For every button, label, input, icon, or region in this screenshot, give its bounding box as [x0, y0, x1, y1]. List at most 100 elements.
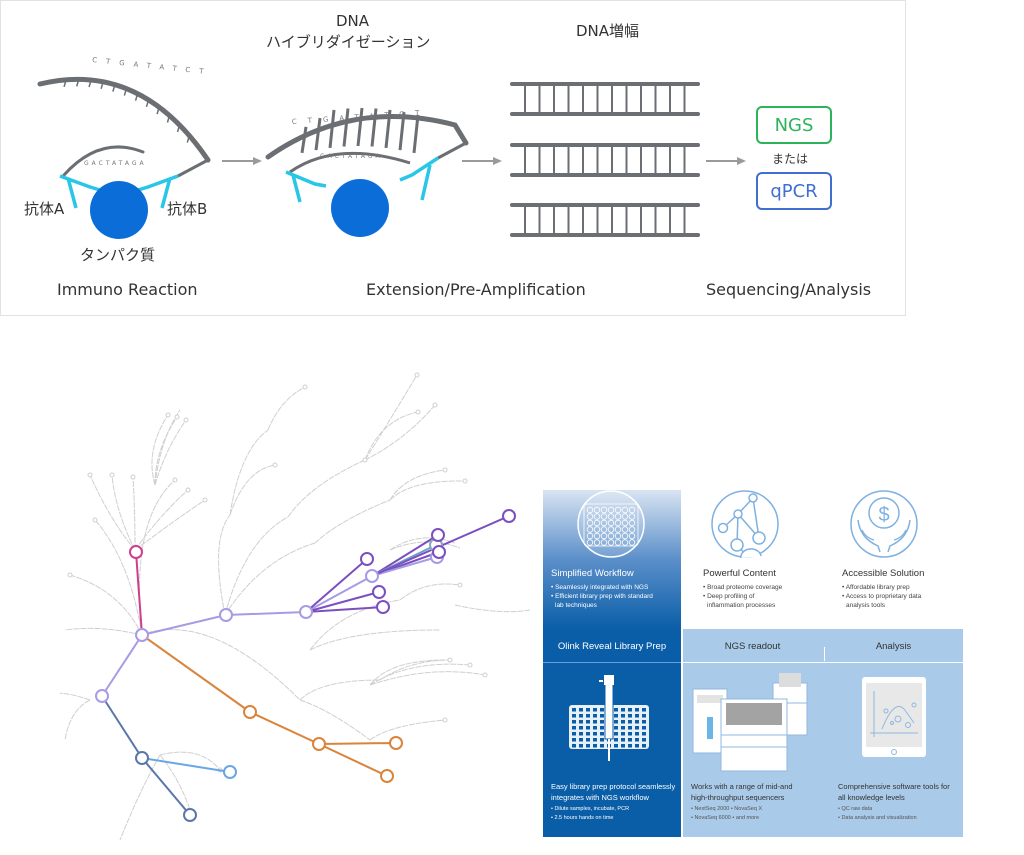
feature-bullet: inflammation processes [707, 602, 776, 609]
plate-well [593, 708, 597, 712]
tree-leaf-node [202, 497, 208, 503]
antibody-b-label: 抗体B [167, 200, 208, 218]
tree-node [129, 545, 143, 559]
plate-well [607, 526, 615, 533]
tree-edge-gray [69, 574, 143, 636]
hybrid-antibody-b-icon [399, 156, 439, 201]
plate-well [621, 526, 629, 533]
strand-tick [75, 79, 80, 87]
plate-well [600, 714, 604, 718]
plate-well [628, 714, 632, 718]
step-bullet: • NextSeq 2000 • NovaSeq X [691, 806, 763, 812]
plate-well [614, 513, 622, 520]
hybrid-rung [342, 108, 350, 147]
plate-well [593, 738, 597, 742]
plate-well [572, 732, 576, 736]
step-bullets: • Dilute samples, incubate, PCR • 2.5 ho… [551, 805, 629, 822]
tree-edge-highlight [101, 634, 143, 697]
tree-edge-highlight [141, 757, 191, 816]
plate-well [586, 519, 594, 527]
plate-icon [577, 490, 645, 558]
tree-edge-gray [229, 429, 269, 516]
strand-ticks [63, 79, 191, 143]
tree-edge-gray [314, 499, 391, 544]
tree-leaf-node [482, 672, 488, 678]
hybrid-strand-top [265, 114, 469, 160]
plate-well [621, 726, 625, 730]
tree-edge-gray [134, 489, 189, 551]
plate-well [593, 744, 597, 748]
tree-edge-gray [229, 464, 276, 516]
olink-reveal-infographic: Simplified Workflow • Seamlessly integra… [543, 490, 963, 837]
step-desc-line: high-throughput sequencers [691, 793, 785, 802]
plate-well [600, 732, 604, 736]
dna-ladder [510, 82, 700, 116]
plate-well [614, 526, 622, 533]
tree-edge-highlight [318, 743, 388, 777]
antibody-a-icon [59, 174, 101, 209]
plate-well [600, 720, 604, 724]
plate-well [614, 714, 618, 718]
tree-leaf-node [130, 474, 136, 480]
plate-well [572, 726, 576, 730]
feature-bullet: analysis tools [846, 602, 886, 609]
tree-leaf-node [457, 582, 463, 588]
tree-edge-highlight [305, 591, 380, 613]
plate-well [614, 519, 622, 527]
plate-well [586, 738, 590, 742]
tree-leaf-node [362, 457, 368, 463]
tree-edge-gray [224, 516, 289, 616]
tree-edge-gray [369, 671, 486, 686]
feature-bullet: • Efficient library prep with standard [551, 593, 653, 600]
plate-well [621, 732, 625, 736]
feature-bullets: • Seamlessly integrated with NGS • Effic… [551, 583, 653, 610]
tree-edge-gray [151, 414, 169, 486]
feature-title: Simplified Workflow [551, 568, 634, 579]
plate-well [579, 720, 583, 724]
feature-title: Powerful Content [703, 568, 776, 579]
step-bullet: • Dilute samples, incubate, PCR [551, 806, 630, 812]
tree-edge-highlight [305, 575, 373, 613]
plate-well [628, 519, 636, 527]
step-description: Easy library prep protocol seamlessly in… [551, 781, 675, 803]
dna-ladder [510, 143, 700, 177]
plate-well [635, 720, 639, 724]
plate-well [628, 708, 632, 712]
step-desc-line: Easy library prep protocol seamlessly [551, 782, 676, 791]
tree-edge-highlight [135, 551, 143, 636]
step-title: Analysis [875, 641, 912, 652]
tree-edge-gray [369, 663, 471, 686]
tree-edge-gray [287, 459, 366, 518]
strand-tick [63, 79, 67, 88]
tree-edge-gray [364, 374, 418, 461]
tree-leaf-node [302, 384, 308, 390]
plate-well [600, 526, 608, 533]
feature-bullets: • Broad proteome coverage • Deep profili… [703, 583, 782, 610]
tree-edge-gray [134, 499, 206, 551]
feature-bullets: • Affordable library prep • Access to pr… [842, 583, 921, 610]
tree-edge-gray [299, 679, 381, 701]
plate-well [635, 714, 639, 718]
ngs-box: NGS [756, 106, 832, 144]
plate-well [628, 532, 636, 540]
antibody-b-icon [137, 174, 179, 209]
step-desc-line: Comprehensive software tools for [838, 782, 950, 791]
step-bullet: • QC raw data [838, 806, 873, 812]
plate-well [621, 539, 629, 546]
plate-well [642, 708, 646, 712]
plate-well [586, 708, 590, 712]
tree-edge-gray [154, 419, 187, 486]
plate-well [586, 714, 590, 718]
step-bullets: • NextSeq 2000 • NovaSeq X • NovaSeq 600… [691, 805, 762, 822]
tree-leaf-node [414, 372, 420, 378]
plate-well [607, 513, 615, 520]
strand-tick [176, 124, 181, 133]
plate-well [621, 738, 625, 742]
arrow-3-head [737, 157, 746, 165]
strand-tick [166, 115, 171, 123]
lineage-tree-graph [60, 372, 530, 840]
plate-well [621, 519, 629, 527]
tree-edge-gray [267, 386, 306, 431]
hybrid-strand-bottom [289, 151, 411, 174]
tree-node [243, 705, 257, 719]
